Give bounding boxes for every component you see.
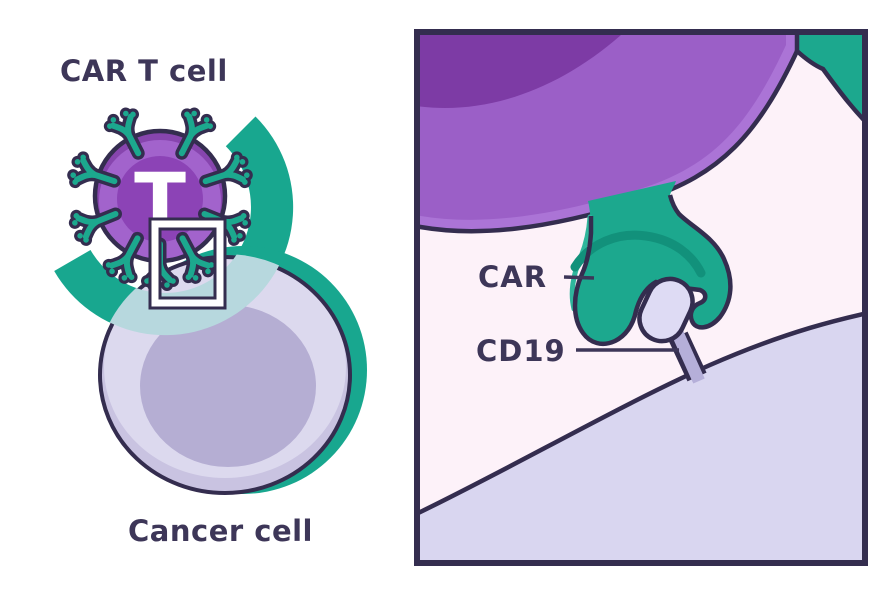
car-t-cell-label: CAR T cell [60, 54, 228, 88]
car-leader-line [563, 275, 595, 280]
cd19-capsule [637, 276, 695, 344]
cd19-label: CD19 [476, 334, 566, 368]
cancer-cell-membrane [420, 311, 862, 560]
detail-panel: CAR CD19 [414, 29, 868, 566]
t-cell-membrane [420, 35, 801, 234]
corner-car-receptor [794, 35, 862, 122]
detail-illustration: CAR CD19 [420, 35, 862, 560]
car-label: CAR [478, 260, 547, 294]
cancer-cell-label: Cancer cell [128, 514, 313, 548]
zoom-indicator-box [148, 217, 227, 310]
cd19-antigen [637, 276, 707, 384]
car-t-cell-illustration: T [54, 0, 367, 495]
cancer-cell-nucleus [140, 305, 316, 467]
car-receptor [569, 181, 733, 346]
